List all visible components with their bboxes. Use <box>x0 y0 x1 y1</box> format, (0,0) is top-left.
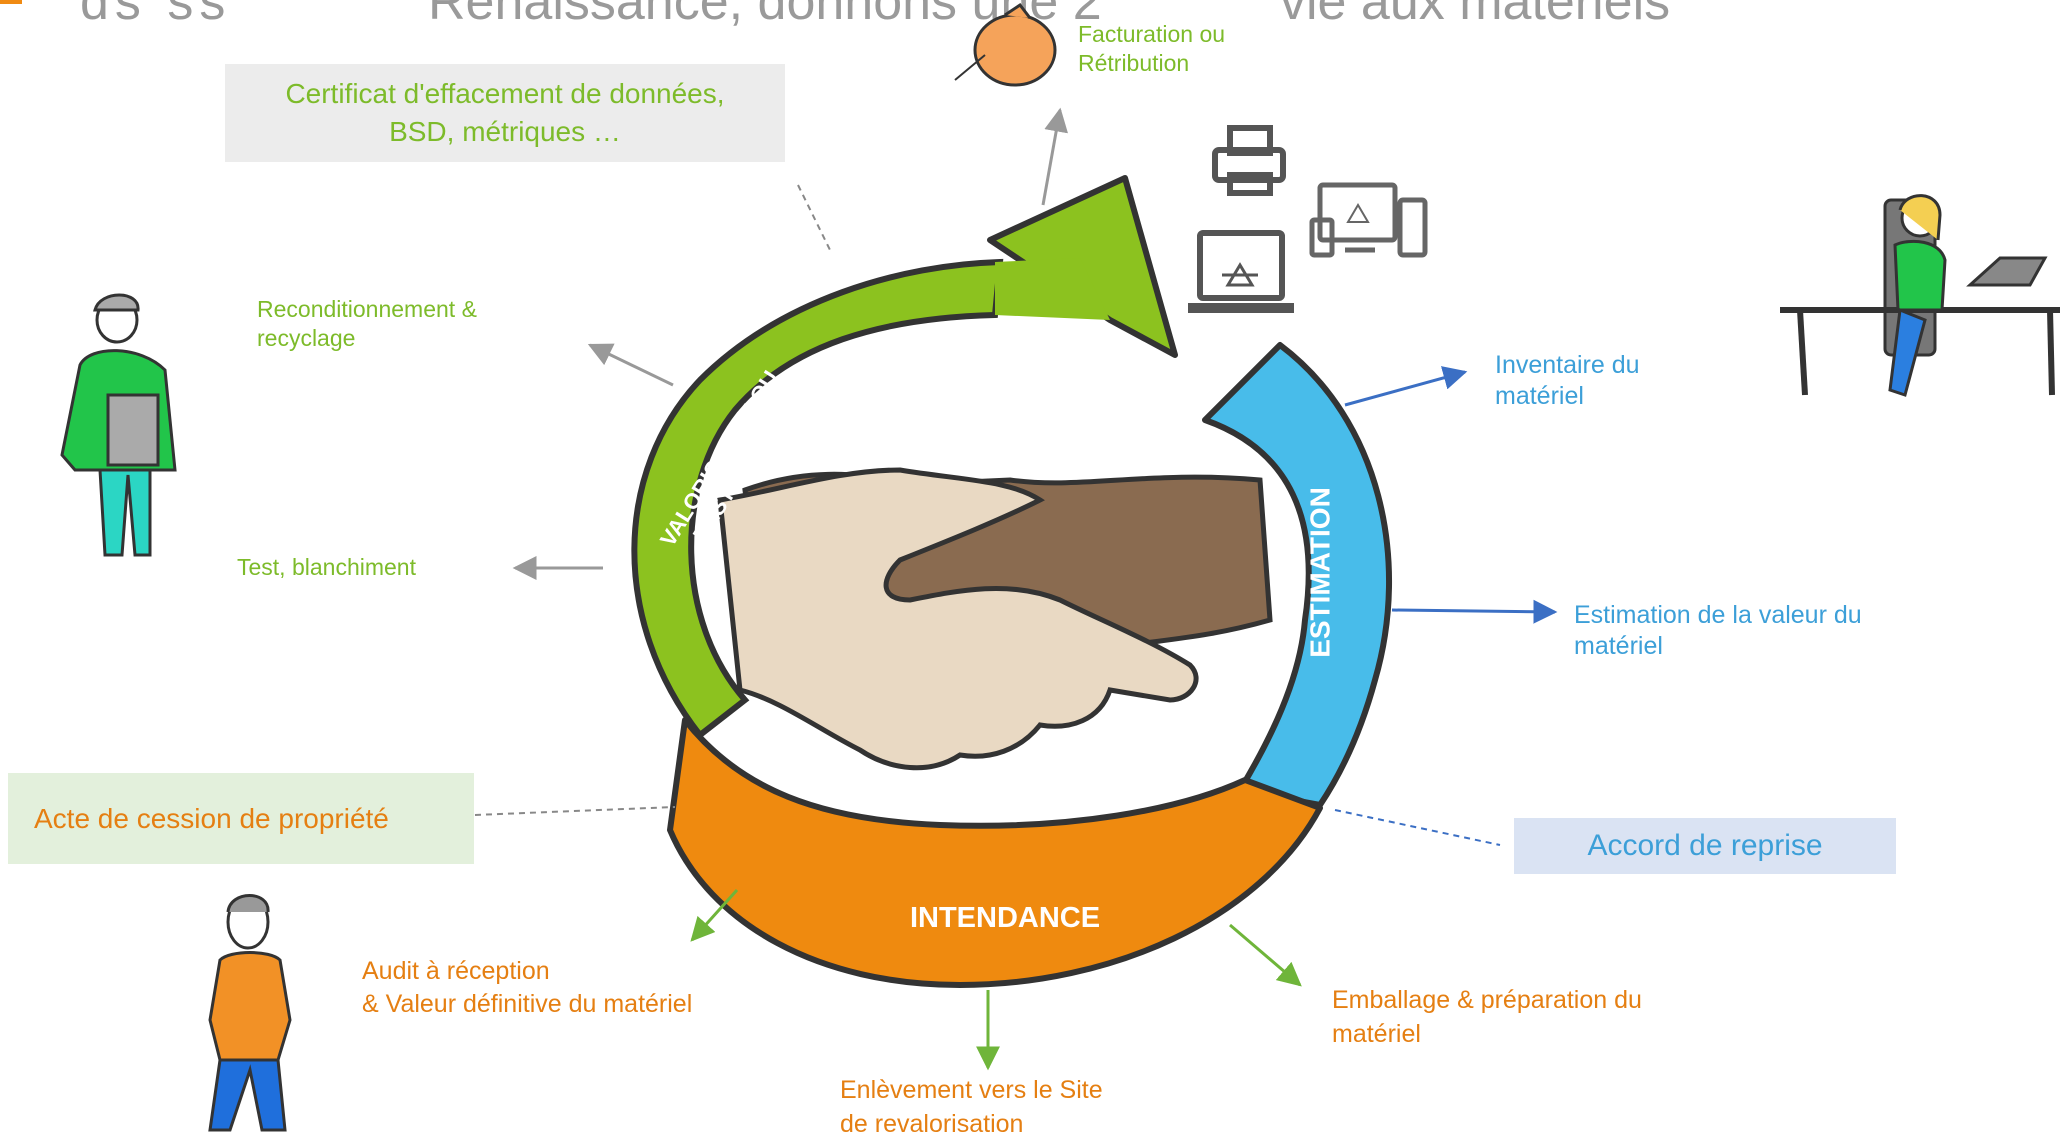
audit-label: Audit à réception & Valeur définitive du… <box>362 957 693 1018</box>
enlevement-label: Enlèvement vers le Site de revalorisatio… <box>840 1076 1103 1138</box>
logo-text: ds ss <box>80 0 232 31</box>
certificate-text: Certificat d'effacement de données, BSD,… <box>285 78 725 147</box>
accord-text: Accord de reprise <box>1587 829 1823 862</box>
cession-box: Acte de cession de propriété <box>8 773 474 864</box>
handshake-icon <box>717 467 1273 771</box>
printer-icon <box>1212 125 1286 196</box>
devices-recycle-icon <box>1309 182 1428 258</box>
recond-label: Reconditionnement & recyclage <box>257 296 477 351</box>
accord-box: Accord de reprise <box>1514 818 1896 874</box>
woman-at-desk-icon <box>1780 194 2060 397</box>
inventaire-label: Inventaire du matériel <box>1495 351 1640 411</box>
intendance-label: INTENDANCE <box>909 902 1101 934</box>
test-label: Test, blanchiment <box>237 554 416 580</box>
page-title-end: vie aux matériels <box>1280 0 1671 31</box>
man-standing-icon <box>208 894 292 1132</box>
certificate-box: Certificat d'effacement de données, BSD,… <box>225 64 785 162</box>
laptop-recycle-icon <box>1188 230 1294 313</box>
worker-with-clipboard-icon <box>60 293 177 557</box>
cession-text: Acte de cession de propriété <box>34 802 389 834</box>
billing-label: Facturation ou Rétribution <box>1078 21 1226 76</box>
estimation-label: ESTIMATION <box>1304 487 1336 658</box>
valeur-label: Estimation de la valeur du matériel <box>1574 601 1862 661</box>
money-bag-icon <box>954 2 1057 87</box>
emballage-label: Emballage & préparation du matériel <box>1332 986 1642 1048</box>
intendance-arc <box>667 717 1323 988</box>
logo-mark-icon <box>0 0 22 4</box>
